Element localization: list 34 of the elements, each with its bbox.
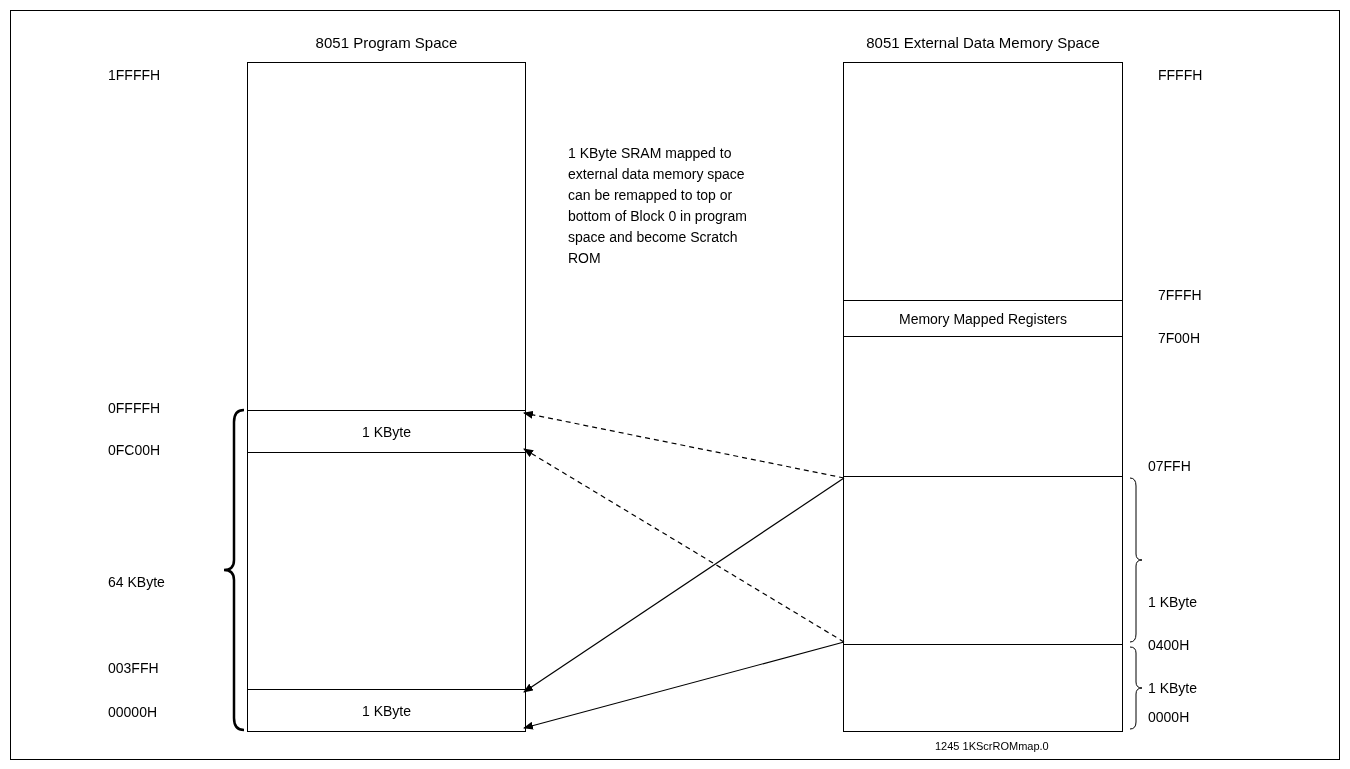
- address-label: 7F00H: [1158, 328, 1201, 348]
- column-title: 8051 External Data Memory Space: [866, 33, 1100, 53]
- arrow: [523, 641, 845, 730]
- memory-region: [247, 62, 526, 411]
- address-label: 0FFFFH: [108, 398, 161, 418]
- block-label: 1 KByte: [362, 702, 411, 719]
- address-label: 1245 1KScrROMmap.0: [935, 738, 1049, 754]
- column-title: 8051 Program Space: [315, 33, 458, 53]
- address-label: 0000H: [1148, 707, 1190, 727]
- arrow: [523, 448, 845, 643]
- address-label: 0400H: [1148, 635, 1190, 655]
- memory-region: [843, 644, 1123, 732]
- address-label: 07FFH: [1148, 456, 1191, 476]
- address-label: 1 KByte: [1148, 592, 1198, 612]
- memory-region: [843, 476, 1123, 645]
- memory-region: [843, 62, 1123, 301]
- block-label: Memory Mapped Registers: [898, 310, 1068, 327]
- memory-region: [843, 336, 1123, 477]
- memory-block: [247, 689, 526, 732]
- address-label: FFFFH: [1158, 65, 1203, 85]
- address-label: 1 KByte: [1148, 678, 1198, 698]
- address-label: 00000H: [108, 702, 158, 722]
- arrow: [523, 410, 845, 479]
- address-label: 64 KByte: [108, 572, 165, 592]
- address-label: 1FFFFH: [108, 65, 161, 85]
- note-text: 1 KByte SRAM mapped to external data memory space can be remapped to top or bottom of Block 0 in program space and become Scratch ROM: [568, 144, 748, 268]
- block-label: 1 KByte: [362, 423, 411, 440]
- address-label: 003FFH: [108, 658, 159, 678]
- address-label: 0FC00H: [108, 440, 161, 460]
- address-label: 7FFFH: [1158, 285, 1202, 305]
- memory-block: [843, 300, 1123, 337]
- memory-region: [247, 452, 526, 690]
- arrow: [523, 477, 845, 693]
- memory-block: [247, 410, 526, 453]
